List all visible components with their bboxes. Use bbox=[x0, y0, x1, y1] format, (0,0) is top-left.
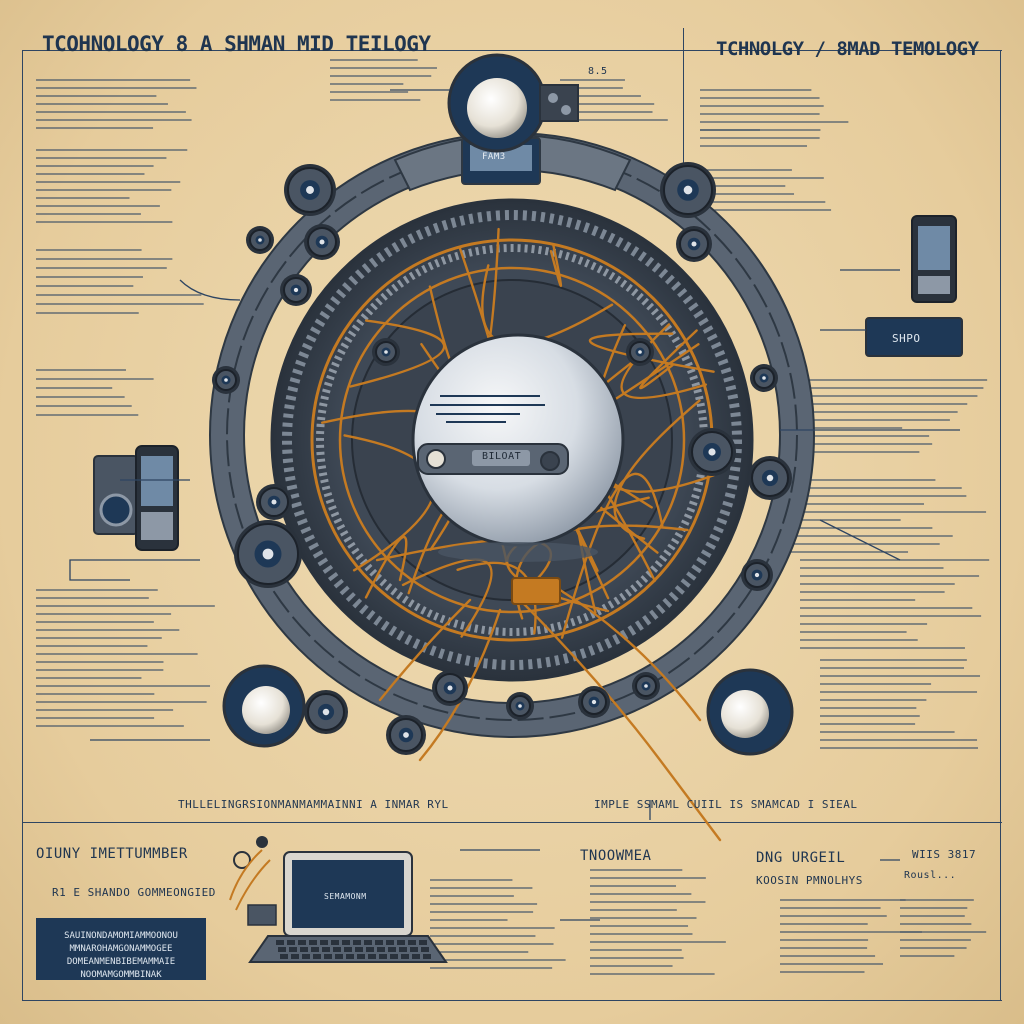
corner-mark: 8.5 bbox=[588, 66, 608, 77]
left-phone-device bbox=[93, 445, 179, 551]
bottom-frame-line bbox=[22, 1000, 1002, 1001]
lower-left-navy-panel: SAUINONDAMOMIAMMOONOU MMNAROHAMGONAMMOGE… bbox=[36, 918, 206, 980]
mid-divider-line bbox=[22, 822, 1002, 823]
navy-panel-line: NOOMAMGOMMBINAK bbox=[80, 970, 162, 980]
laptop-screen-text: SEMAMONM bbox=[324, 892, 367, 901]
top-frame-line bbox=[22, 50, 1002, 51]
lower-left-subheading: R1 E SHANDO GOMMEONGIED bbox=[52, 886, 216, 899]
central-sphere bbox=[411, 333, 625, 562]
left-frame-line bbox=[22, 50, 23, 1000]
title-right: TCHNOLGY / 8MAD TEMOLOGY bbox=[716, 38, 979, 60]
bottom-left-pearl-button bbox=[222, 664, 306, 748]
right-device-panel bbox=[865, 317, 963, 357]
caption-right: IMPLE SSMAML CUIIL IS SMAMCAD I SIEAL bbox=[594, 798, 858, 811]
title-left: TCOHNOLOGY 8 A SHMAN MID TEILOGY bbox=[42, 32, 431, 56]
lower-far-right-subheading: Rousl... bbox=[904, 870, 957, 881]
right-phone-device bbox=[865, 215, 963, 357]
lower-middle-heading: TNOOWMEA bbox=[580, 848, 652, 864]
navy-panel-line: DOMEANMENBIBEMAMMAIE bbox=[66, 957, 176, 967]
lower-right-subheading: KOOSIN PMNOLHYS bbox=[756, 874, 863, 887]
navy-panel-line: SAUINONDAMOMIAMMOONOU bbox=[64, 931, 178, 941]
device-screen-text: FAM3 bbox=[482, 152, 506, 162]
navy-panel-line: MMNAROHAMGONAMMOGEE bbox=[69, 944, 173, 954]
connector-lines bbox=[69, 89, 960, 921]
small-circuit-gadget bbox=[229, 836, 277, 926]
top-knob bbox=[447, 53, 579, 153]
gear-cluster bbox=[212, 162, 792, 755]
right-device-label: SHPO bbox=[892, 332, 921, 345]
lower-right-heading: DNG URGEIL bbox=[756, 850, 846, 866]
bottom-right-pearl-button bbox=[706, 668, 794, 756]
top-center-divider bbox=[683, 28, 684, 168]
lower-far-right-heading: WIIS 3817 bbox=[912, 848, 977, 861]
caption-left: THLLELINGRSIONMANMAMMAINNI A INMAR RYL bbox=[178, 798, 449, 811]
right-frame-line bbox=[1000, 50, 1001, 1000]
lower-left-heading: OIUNY IMETTUMMBER bbox=[36, 846, 188, 862]
core-plate-text: BILOAT bbox=[482, 451, 522, 462]
laptop-illustration bbox=[248, 851, 448, 963]
